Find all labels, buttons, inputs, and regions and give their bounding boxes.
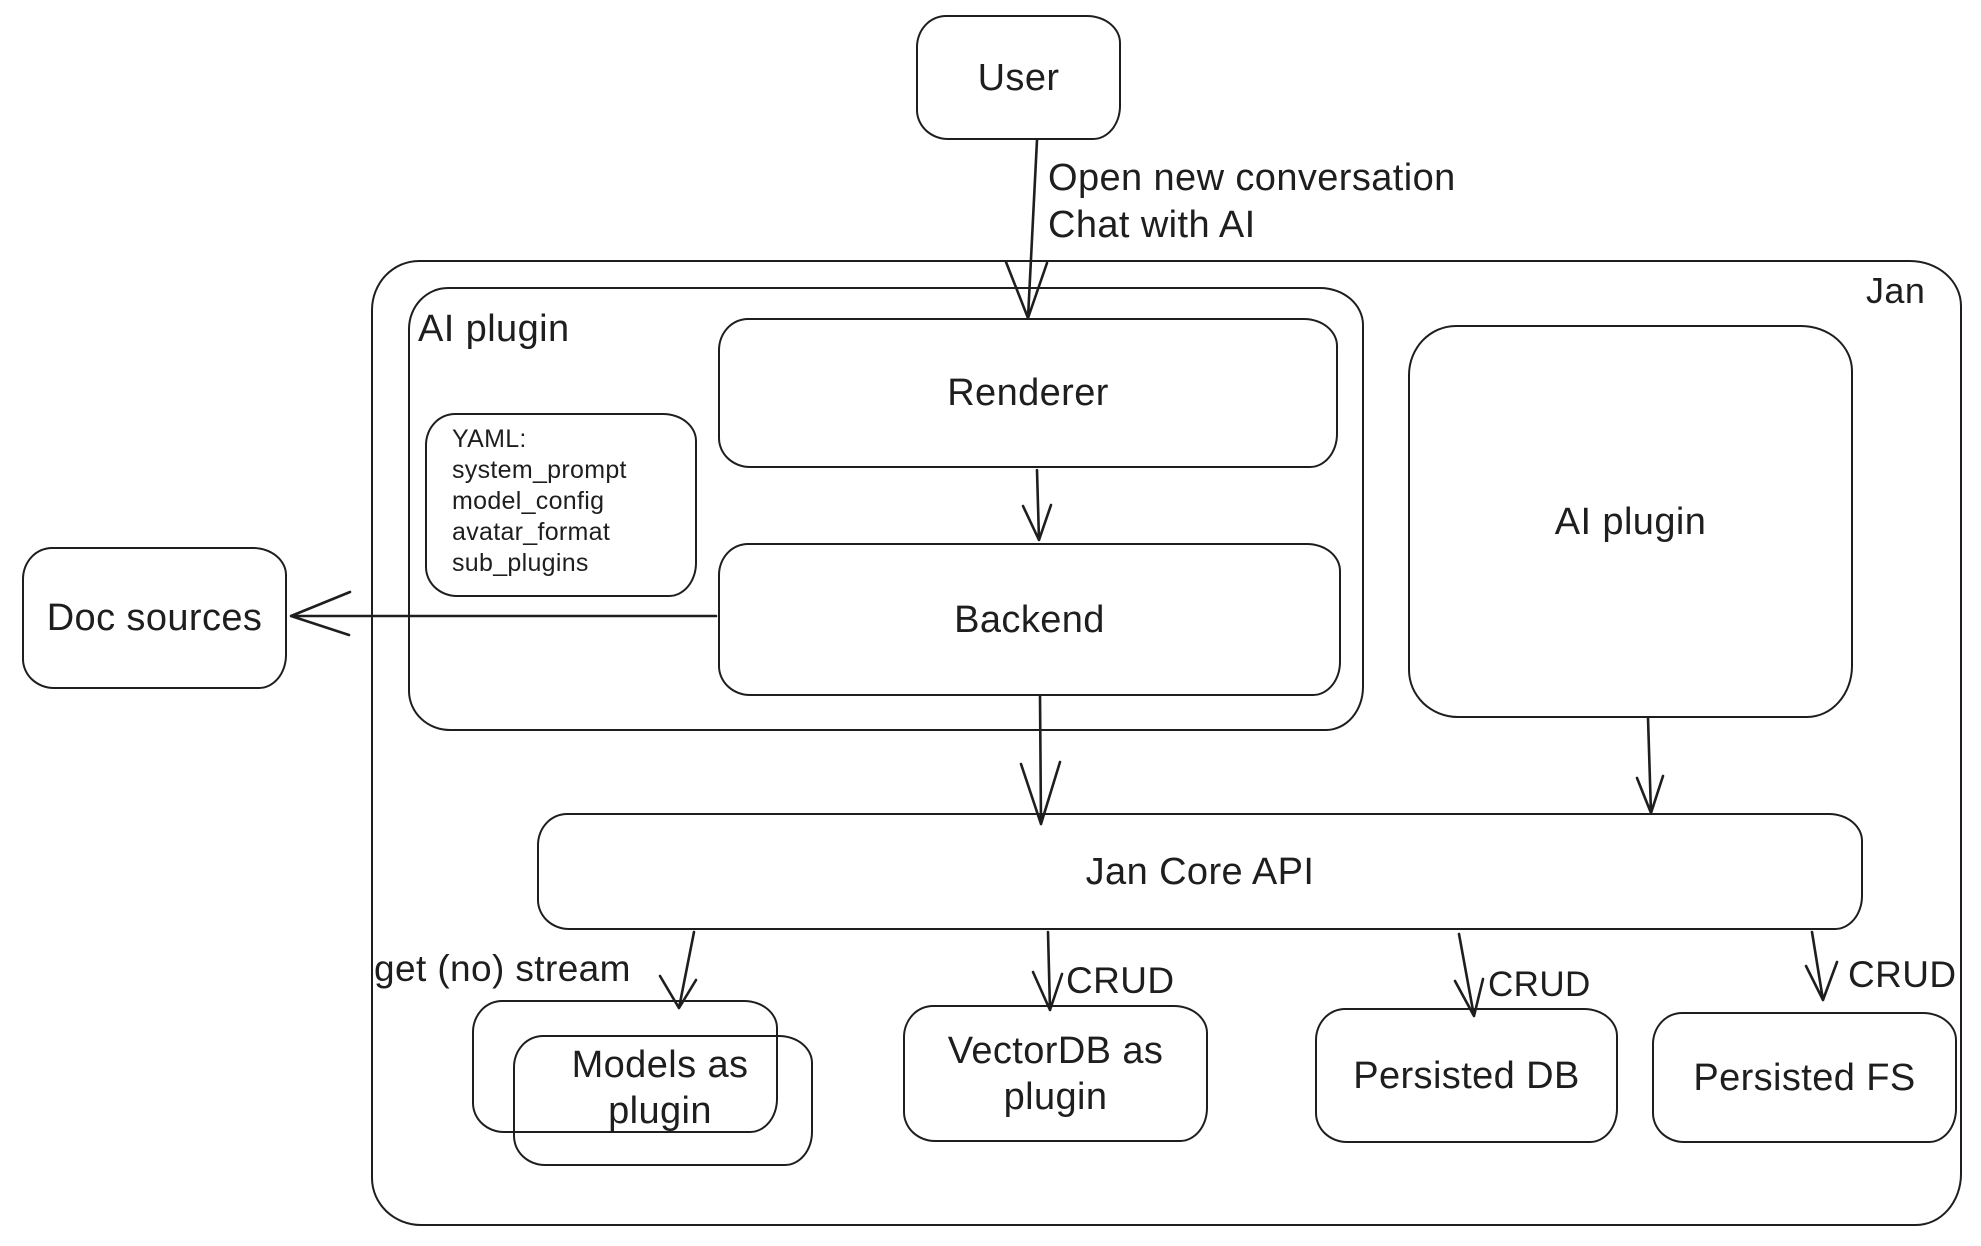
node-backend-label: Backend — [954, 598, 1105, 641]
node-vectordb-as-plugin-label: VectorDB as plugin — [947, 1029, 1175, 1118]
yaml-note-line: model_config — [452, 487, 605, 515]
group-ai-plugin — [408, 287, 1364, 731]
node-persisted-fs-label: Persisted FS — [1693, 1056, 1916, 1099]
edge-label-user-to-renderer: Open new conversation Chat with AI — [1048, 155, 1456, 249]
yaml-note-text: YAML: system_prompt model_config avatar_… — [452, 424, 627, 579]
group-jan — [371, 260, 1962, 1226]
yaml-note-line: sub_plugins — [452, 549, 589, 577]
node-backend: Backend — [718, 543, 1341, 696]
node-persisted-fs: Persisted FS — [1652, 1012, 1957, 1143]
node-renderer-label: Renderer — [947, 372, 1109, 414]
node-ai-plugin-right: AI plugin — [1408, 325, 1853, 718]
edge-label-get-no-stream: get (no) stream — [374, 948, 631, 989]
node-jan-core-api: Jan Core API — [537, 813, 1863, 930]
node-user-label: User — [977, 56, 1060, 99]
node-models-as-plugin — [513, 1035, 813, 1166]
yaml-note-line: system_prompt — [452, 456, 627, 484]
yaml-note-line: avatar_format — [452, 518, 611, 546]
node-doc-sources-label: Doc sources — [46, 597, 263, 639]
node-ai-plugin-right-label: AI plugin — [1554, 500, 1707, 543]
node-models-as-plugin-label: Models as plugin — [571, 1044, 749, 1132]
node-jan-core-api-label: Jan Core API — [1085, 850, 1315, 893]
node-vectordb-as-plugin: VectorDB as plugin — [903, 1005, 1208, 1142]
node-models-as-plugin-back — [472, 1000, 778, 1133]
group-jan-label: Jan — [1866, 270, 1926, 311]
node-doc-sources: Doc sources — [22, 547, 287, 689]
edge-label-crud-persisted-fs: CRUD — [1848, 954, 1957, 995]
node-persisted-db-label: Persisted DB — [1353, 1054, 1580, 1097]
edge-label-open-new-conversation: Open new conversation — [1048, 157, 1456, 199]
node-renderer: Renderer — [718, 318, 1338, 468]
edge-label-crud-vectordb: CRUD — [1066, 960, 1175, 1001]
node-user: User — [916, 15, 1121, 140]
edge-label-crud-persisted-db: CRUD — [1488, 965, 1591, 1004]
yaml-note-line: YAML: — [452, 425, 527, 453]
edge-label-chat-with-ai: Chat with AI — [1048, 204, 1256, 246]
node-persisted-db: Persisted DB — [1315, 1008, 1618, 1143]
group-ai-plugin-label: AI plugin — [418, 308, 570, 350]
